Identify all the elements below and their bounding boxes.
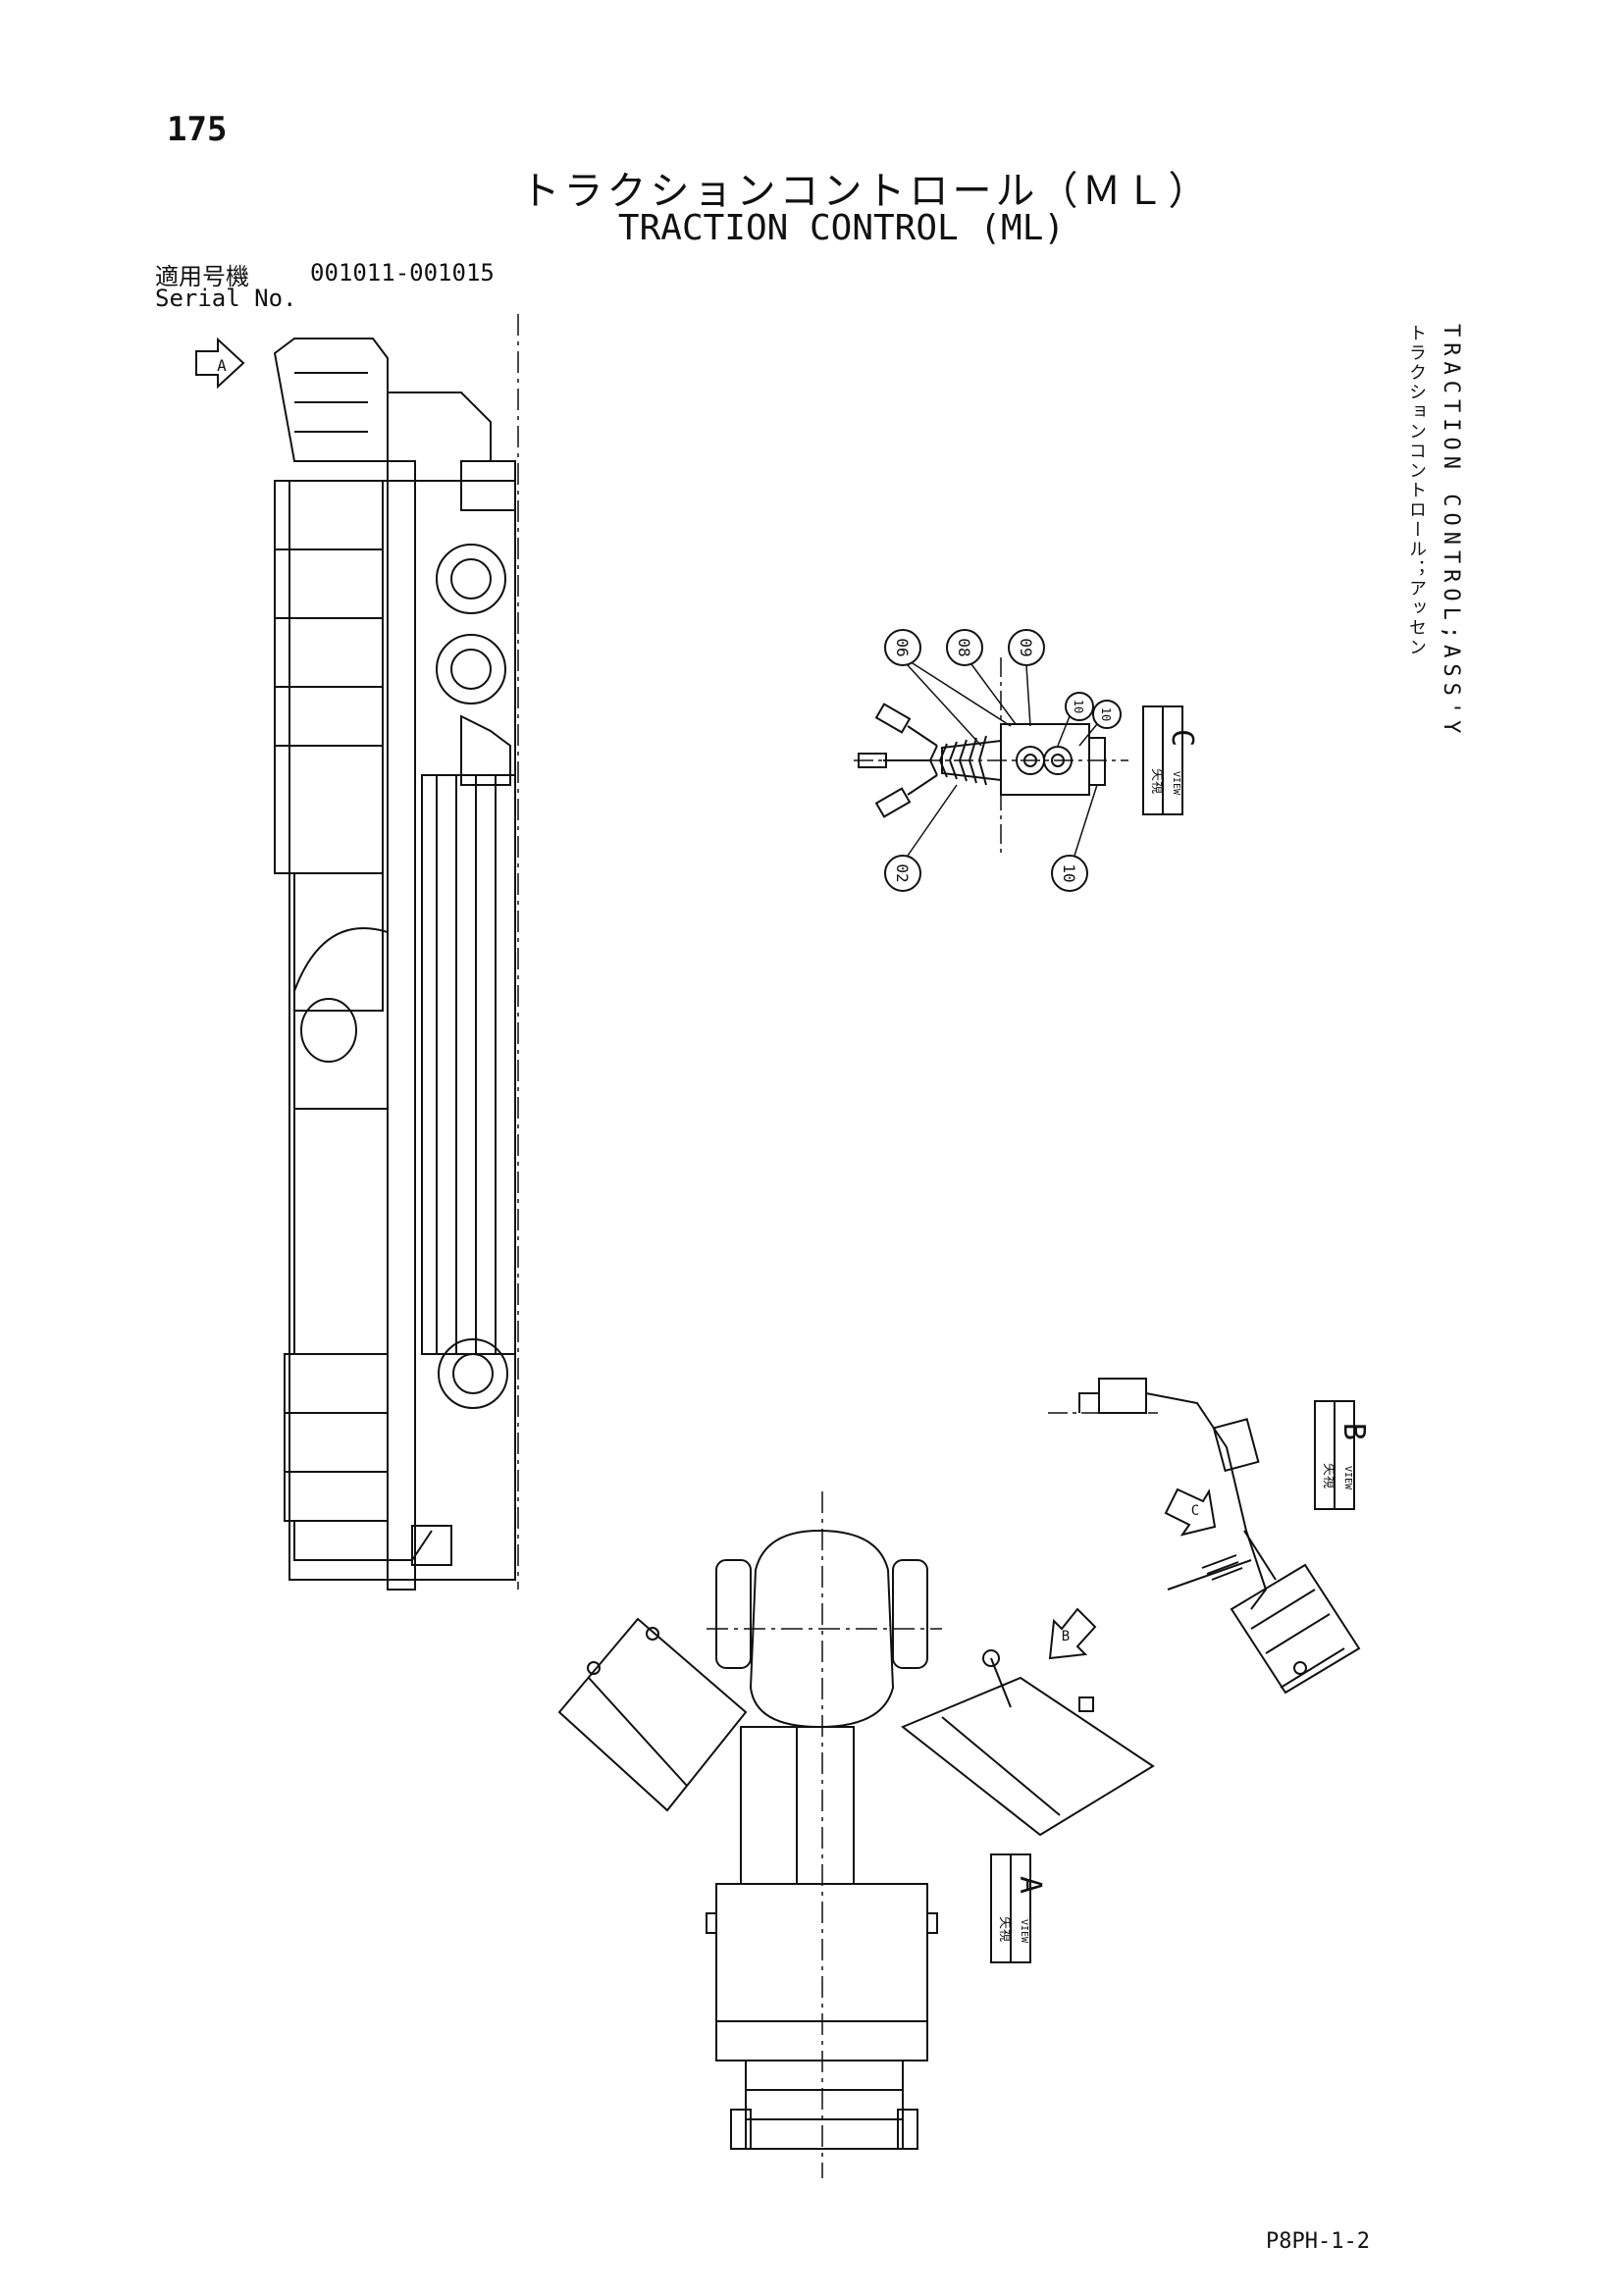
callout-08: 08 bbox=[955, 638, 973, 656]
view-arrow-label-a: A bbox=[217, 356, 227, 375]
lever-assembly-view bbox=[1048, 1378, 1361, 1695]
view-arrow-c bbox=[1164, 1487, 1217, 1537]
view-box-a bbox=[990, 1853, 1031, 1963]
view-arrow-label-b: B bbox=[1062, 1629, 1070, 1644]
side-assembly-label: トラクションコントロール；アッセン TRACTION CONTROL;ASS'Y bbox=[1403, 324, 1492, 814]
callout-02: 02 bbox=[893, 863, 912, 882]
drawing-code: P8PH-1-2 bbox=[1266, 2229, 1370, 2254]
machine-side-view bbox=[273, 314, 519, 1591]
view-letter-a: A bbox=[1013, 1876, 1047, 1894]
view-letter-b: B bbox=[1336, 1423, 1371, 1440]
page-title-jp: トラクションコントロール（ＭＬ） bbox=[520, 169, 1212, 214]
view-caption-en-a: VIEW bbox=[1019, 1919, 1029, 1944]
view-box-c bbox=[1142, 705, 1183, 815]
view-caption-en-c: VIEW bbox=[1171, 771, 1181, 796]
callout-06: 06 bbox=[893, 638, 912, 656]
serial-label-jp: 適用号機 bbox=[155, 263, 249, 290]
view-caption-jp-a: 矢視 bbox=[997, 1916, 1012, 1942]
view-arrow-b bbox=[1048, 1607, 1097, 1660]
view-arrow-label-c: C bbox=[1191, 1503, 1199, 1519]
page-title-en: TRACTION CONTROL (ML) bbox=[617, 208, 1066, 248]
view-letter-c: C bbox=[1165, 729, 1199, 747]
view-caption-jp-b: 矢視 bbox=[1321, 1463, 1336, 1488]
side-label-en: TRACTION CONTROL;ASS'Y bbox=[1439, 324, 1463, 740]
callout-09: 09 bbox=[1017, 638, 1035, 656]
callout-10-c: 10 bbox=[1060, 863, 1078, 882]
callout-10-a: 10 bbox=[1072, 700, 1085, 713]
view-caption-jp-c: 矢視 bbox=[1149, 768, 1164, 794]
side-label-jp: トラクションコントロール；アッセン bbox=[1406, 324, 1427, 657]
cab-top-view bbox=[557, 1491, 1155, 2178]
view-box-b bbox=[1314, 1400, 1355, 1510]
callout-10-b: 10 bbox=[1099, 707, 1113, 721]
view-caption-en-b: VIEW bbox=[1342, 1466, 1353, 1490]
callout-bubbles bbox=[884, 629, 1122, 892]
serial-label-en: Serial No. bbox=[155, 285, 297, 312]
serial-range: 001011-001015 bbox=[310, 259, 495, 287]
view-arrow-a bbox=[195, 337, 245, 390]
traction-control-detail bbox=[854, 657, 1128, 854]
page-number: 175 bbox=[167, 110, 228, 149]
